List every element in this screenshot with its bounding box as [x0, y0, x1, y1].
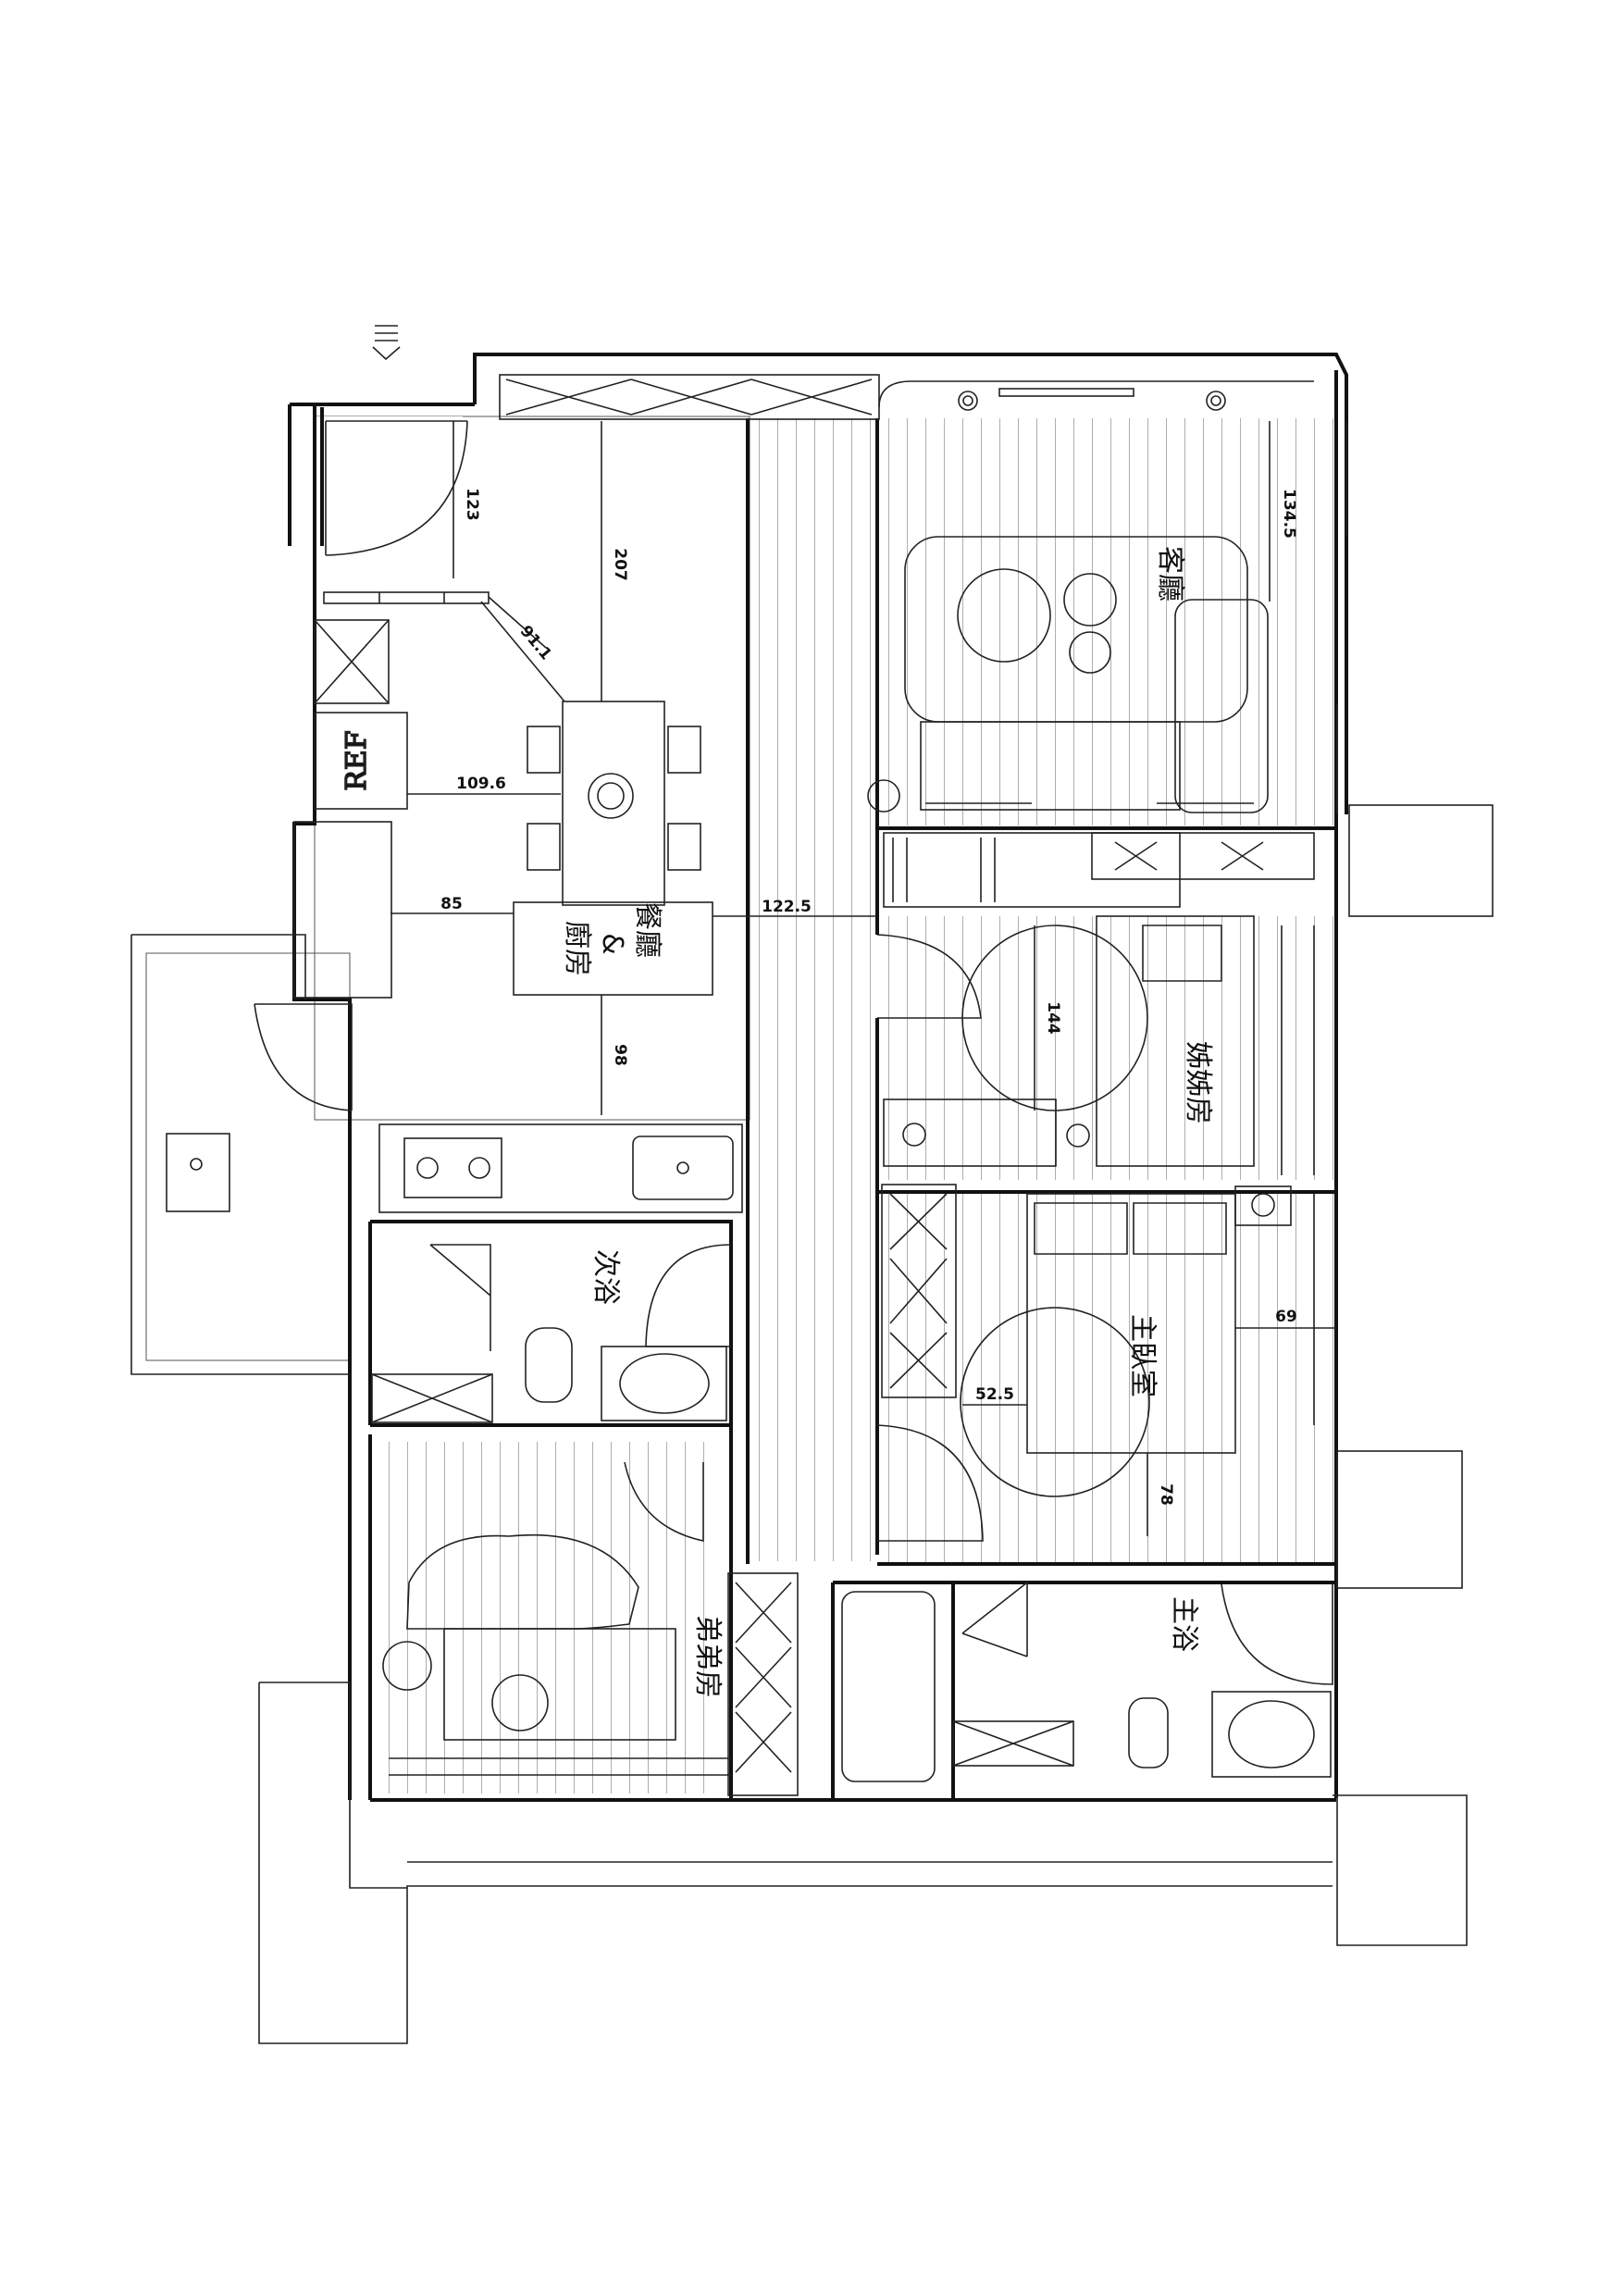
dim-52: 52.5 — [975, 1385, 1014, 1404]
balcony-wall — [130, 934, 350, 1375]
bay-box-right-lower — [1336, 1450, 1463, 1589]
dim-144: 144 — [1044, 1001, 1062, 1035]
fridge-label: REF — [341, 730, 373, 790]
kitchen-counter — [378, 1123, 743, 1213]
column — [293, 821, 392, 999]
brother-room-furniture — [382, 1461, 731, 1776]
label-dining: 餐廳 — [631, 902, 663, 958]
fridge: REF — [314, 619, 408, 810]
wood-floor-corridor — [748, 418, 877, 1561]
wood-floor-sister-room — [879, 916, 1336, 1180]
tile-floor-balcony — [145, 952, 351, 1361]
dim-109: 109.6 — [456, 775, 506, 793]
dim-69: 69 — [1275, 1308, 1297, 1326]
outer-wall-left-upper — [292, 404, 352, 1800]
brother-wardrobe — [727, 1572, 799, 1796]
wood-floor-brother-room — [378, 1442, 722, 1793]
wood-floor-master-room — [879, 1194, 1336, 1564]
dim-91: 91.1 — [516, 622, 555, 664]
label-living: 客廳 — [1154, 546, 1186, 602]
kitchen-island — [513, 901, 713, 996]
sister-room-furniture — [876, 832, 1315, 1175]
balcony-fixtures — [166, 1003, 353, 1212]
dim-85: 85 — [440, 895, 463, 913]
label-kitchen: 廚房 — [561, 921, 593, 976]
guest-bath-walls — [368, 1220, 733, 1427]
label-sister-room: 姊姊房 — [1182, 1041, 1214, 1124]
guest-bath-fixtures — [371, 1244, 732, 1423]
dim-134: 134.5 — [1280, 489, 1298, 539]
lower-structure-right — [1333, 1794, 1468, 1946]
label-master-room: 主臥室 — [1126, 1314, 1159, 1397]
lower-structure-left — [258, 1682, 1333, 2044]
label-and: & — [596, 933, 628, 954]
dimension-lines — [391, 421, 1336, 1536]
label-guest-bath: 次浴 — [589, 1249, 622, 1305]
entry-door — [323, 420, 547, 649]
top-cabinets — [499, 374, 1314, 420]
label-master-bath: 主浴 — [1168, 1596, 1200, 1652]
dim-207: 207 — [611, 548, 629, 581]
room-labels: 客廳 餐廳 & 廚房 姊姊房 主臥室 次浴 弟弟房 主浴 — [561, 546, 1214, 1698]
dining-set — [527, 701, 701, 906]
brother-walls — [368, 1434, 1336, 1802]
tile-floor-entry — [315, 416, 463, 583]
walls — [130, 353, 1494, 2044]
master-bath-fixtures — [841, 1581, 1333, 1782]
floor-finishes — [145, 416, 1336, 1793]
orientation-arrow-icon — [372, 325, 401, 361]
dim-123: 123 — [463, 488, 481, 521]
entry-wall — [288, 403, 475, 546]
wood-floor-living — [879, 418, 1336, 825]
dim-78: 78 — [1157, 1483, 1175, 1506]
living-furniture — [867, 421, 1347, 814]
master-room-furniture — [876, 1184, 1315, 1542]
dim-122: 122.5 — [762, 898, 812, 916]
bay-box-right-upper — [1348, 804, 1494, 917]
label-brother-room: 弟弟房 — [691, 1615, 724, 1698]
dim-98: 98 — [611, 1044, 629, 1066]
